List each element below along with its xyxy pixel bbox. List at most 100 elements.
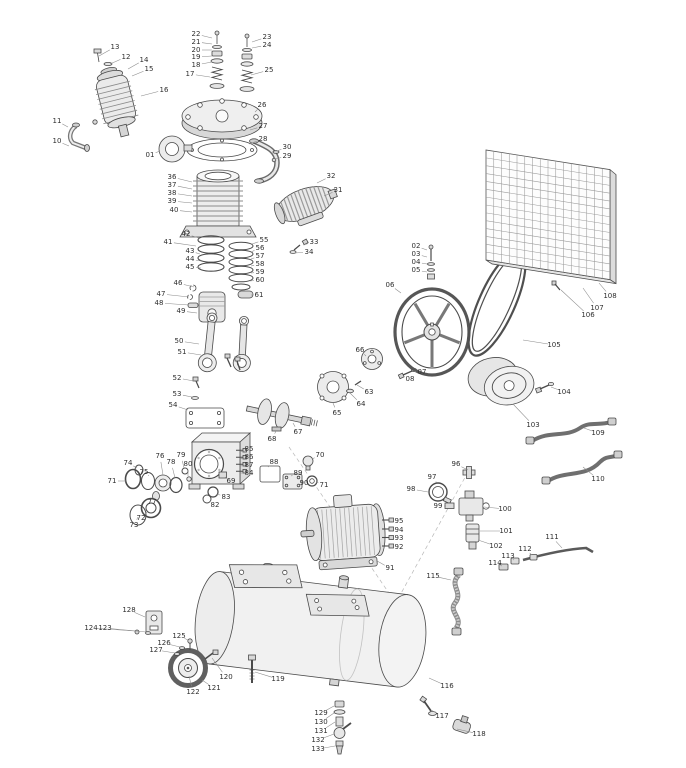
leader-line bbox=[582, 466, 594, 476]
part-label-05: 05 bbox=[412, 266, 421, 274]
part-label-02: 02 bbox=[412, 242, 421, 250]
leader-line bbox=[110, 628, 147, 633]
leader-line bbox=[173, 242, 197, 247]
leader-line bbox=[239, 458, 244, 460]
leader-line bbox=[416, 489, 429, 493]
valve-parts-stack-right bbox=[239, 33, 255, 92]
leader-line bbox=[560, 289, 584, 312]
part-label-110: 110 bbox=[591, 475, 604, 483]
leader-line bbox=[349, 392, 357, 400]
part-label-56: 56 bbox=[256, 244, 265, 252]
part-label-105: 105 bbox=[547, 341, 560, 349]
connecting-rods bbox=[191, 312, 251, 400]
part-label-49: 49 bbox=[177, 307, 186, 315]
part-label-112: 112 bbox=[518, 545, 531, 553]
part-label-64: 64 bbox=[357, 400, 366, 408]
part-label-71: 71 bbox=[108, 477, 117, 485]
pressure-gauge bbox=[428, 482, 452, 505]
part-label-25: 25 bbox=[265, 66, 274, 74]
leader-line bbox=[250, 265, 255, 267]
part-label-54: 54 bbox=[169, 401, 178, 409]
part-label-126: 126 bbox=[157, 639, 171, 647]
leader-line bbox=[182, 378, 195, 382]
leader-line bbox=[161, 650, 176, 654]
part-label-89: 89 bbox=[294, 469, 303, 477]
part-label-17: 17 bbox=[186, 70, 195, 78]
shaft-hub bbox=[361, 348, 383, 370]
leader-line bbox=[251, 38, 262, 43]
leader-line bbox=[160, 461, 164, 476]
leader-line bbox=[251, 45, 262, 49]
crankshaft-key bbox=[271, 426, 282, 432]
leader-line bbox=[224, 476, 227, 478]
leader-line bbox=[276, 148, 282, 152]
valve-parts-stack-left bbox=[209, 30, 225, 89]
leader-line bbox=[250, 257, 255, 260]
leader-line bbox=[512, 403, 530, 421]
intake-muffler bbox=[273, 186, 338, 227]
part-label-53: 53 bbox=[173, 390, 182, 398]
air-tank bbox=[194, 562, 427, 688]
leader-line bbox=[195, 259, 202, 262]
leader-line bbox=[428, 677, 442, 684]
leader-line bbox=[438, 577, 452, 581]
leader-line bbox=[477, 539, 491, 545]
leader-line bbox=[456, 728, 474, 733]
leader-line bbox=[421, 255, 428, 258]
part-label-120: 120 bbox=[219, 673, 232, 681]
piston-rings-b bbox=[228, 241, 254, 291]
flywheel bbox=[393, 287, 471, 377]
leader-lines bbox=[62, 35, 607, 749]
leader-line bbox=[155, 150, 161, 154]
leader-line bbox=[169, 644, 181, 648]
part-label-66: 66 bbox=[356, 346, 365, 354]
part-label-30: 30 bbox=[283, 143, 292, 151]
leader-line bbox=[134, 612, 146, 618]
part-label-119: 119 bbox=[271, 675, 284, 683]
part-label-78: 78 bbox=[167, 458, 176, 466]
leader-line bbox=[191, 235, 200, 239]
leader-line bbox=[292, 422, 296, 427]
leader-line bbox=[376, 560, 385, 566]
part-label-46: 46 bbox=[174, 279, 183, 287]
cylinder-head bbox=[181, 98, 263, 140]
leader-line bbox=[177, 201, 193, 204]
part-label-42: 42 bbox=[182, 230, 191, 238]
part-label-03: 03 bbox=[412, 250, 421, 258]
part-label-77: 77 bbox=[148, 498, 157, 506]
part-label-32: 32 bbox=[327, 172, 336, 180]
leader-line bbox=[201, 679, 210, 685]
leader-line bbox=[529, 552, 533, 556]
wheel-assembly bbox=[168, 648, 219, 688]
part-label-111: 111 bbox=[545, 533, 558, 541]
part-label-117: 117 bbox=[435, 712, 448, 720]
part-label-47: 47 bbox=[157, 290, 166, 298]
leader-line bbox=[183, 284, 195, 288]
leader-line bbox=[583, 427, 593, 432]
leader-line bbox=[323, 192, 333, 197]
leader-line bbox=[550, 386, 559, 391]
part-label-75: 75 bbox=[140, 468, 149, 476]
part-label-15: 15 bbox=[145, 65, 154, 73]
part-label-36: 36 bbox=[168, 173, 177, 181]
leader-line bbox=[133, 465, 138, 469]
leader-line bbox=[500, 565, 503, 567]
leader-line bbox=[332, 402, 336, 408]
leader-line bbox=[164, 303, 190, 306]
leader-line bbox=[461, 466, 469, 471]
leader-line bbox=[147, 474, 149, 476]
part-label-90: 90 bbox=[300, 479, 309, 487]
part-label-84: 84 bbox=[245, 469, 254, 477]
part-label-10: 10 bbox=[53, 137, 62, 145]
part-label-24: 24 bbox=[263, 41, 272, 49]
part-label-72: 72 bbox=[137, 514, 146, 522]
guard-bolt bbox=[551, 280, 561, 291]
leader-line bbox=[177, 178, 193, 183]
leader-line bbox=[195, 267, 202, 269]
leader-line bbox=[182, 394, 193, 398]
leader-line bbox=[598, 282, 607, 292]
part-label-41: 41 bbox=[164, 238, 173, 246]
part-label-118: 118 bbox=[472, 730, 485, 738]
leader-line bbox=[430, 709, 437, 714]
